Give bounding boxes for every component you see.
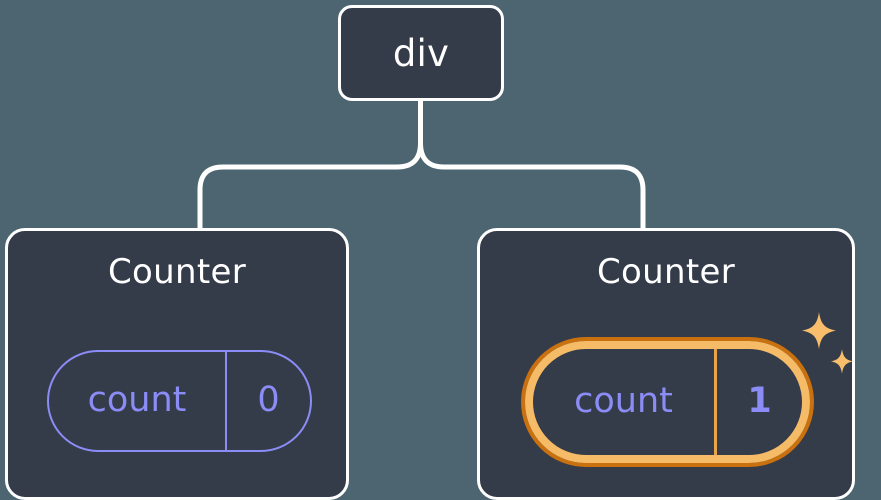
state-pill-divider-left [225,352,227,450]
node-counter-right[interactable]: Counter count 1 [477,228,855,500]
state-pill-content-right: count 1 [533,349,802,455]
state-key-right: count [574,380,673,421]
state-value-left: 0 [257,379,280,420]
connector-left [197,98,423,231]
node-root-div[interactable]: div [338,5,504,101]
highlight-ring-outer [521,337,814,467]
state-value-right: 1 [747,380,772,421]
state-pill-divider-right [714,349,717,455]
node-counter-right-label: Counter [597,252,735,292]
state-pill-count-left[interactable]: count 0 [47,350,312,452]
highlight-ring-inner [525,341,810,463]
state-pill-count-right[interactable]: count 1 [521,337,814,467]
node-root-label: div [392,31,450,75]
node-counter-left[interactable]: Counter count 0 [5,228,349,500]
state-key-left: count [87,379,187,420]
node-counter-left-label: Counter [108,252,246,292]
connector-right [418,98,646,231]
